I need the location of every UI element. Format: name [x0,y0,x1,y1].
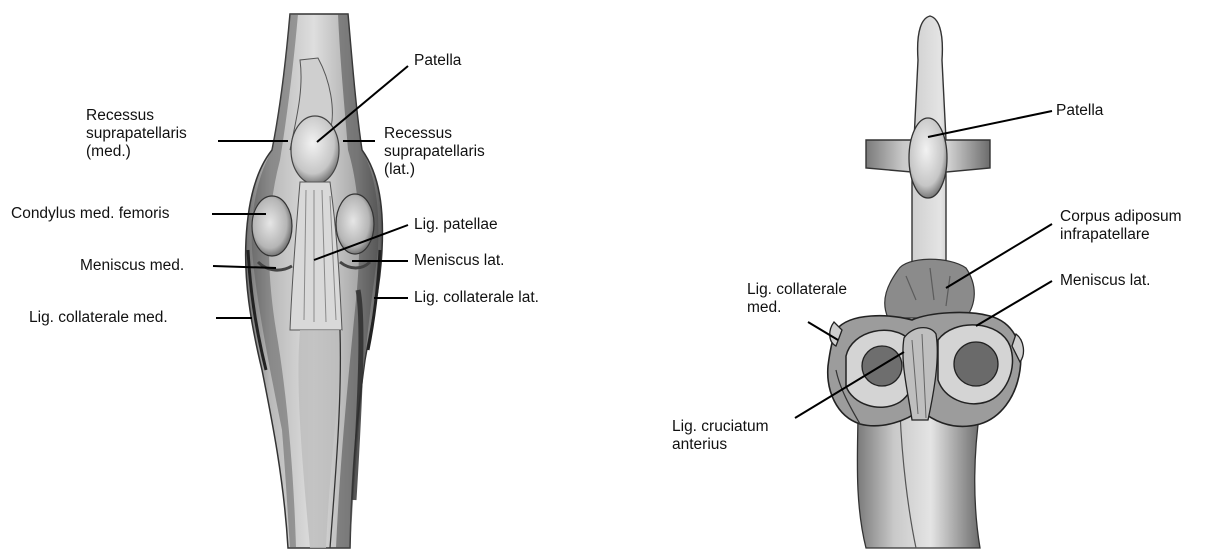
label-lig-patellae: Lig. patellae [414,216,498,234]
tibia-shaft [857,410,980,548]
fat-pad [885,259,975,318]
label-lig-coll-med-left: Lig. collaterale med. [29,309,168,327]
label-lig-coll-lat: Lig. collaterale lat. [414,289,539,307]
label-recessus-lat: Recessus suprapatellaris (lat.) [384,125,485,179]
label-meniscus-lat-left: Meniscus lat. [414,252,504,270]
label-recessus-med: Recessus suprapatellaris (med.) [86,107,187,161]
label-lig-coll-med-right: Lig. collaterale med. [747,281,847,317]
label-meniscus-med: Meniscus med. [80,257,184,275]
right-patella [909,118,947,198]
left-patella [291,116,339,184]
label-lig-cruciatum: Lig. cruciatum anterius [672,418,768,454]
label-patella-right: Patella [1056,102,1103,120]
medial-condyle [252,196,292,256]
label-condylus-med: Condylus med. femoris [11,205,170,223]
label-patella-left: Patella [414,52,461,70]
label-meniscus-lat-right: Meniscus lat. [1060,272,1150,290]
label-corpus-adiposum: Corpus adiposum infrapatellare [1060,208,1181,244]
